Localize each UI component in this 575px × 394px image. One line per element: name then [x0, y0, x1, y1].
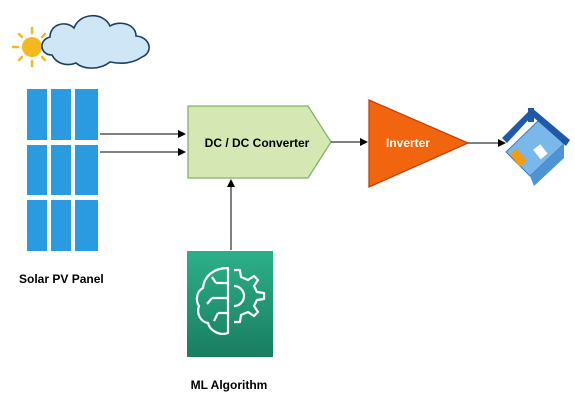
- panel-cell: [27, 145, 47, 195]
- panel-cell: [51, 200, 71, 251]
- panel-cell: [51, 145, 71, 195]
- panel-cell: [51, 89, 71, 140]
- ml-algorithm-node: [187, 251, 273, 357]
- ml-algorithm-label: ML Algorithm: [191, 378, 268, 392]
- solar-pv-panel: [27, 89, 98, 251]
- panel-cell: [27, 200, 47, 251]
- weather-icon: [11, 14, 150, 69]
- inverter-label: Inverter: [386, 136, 430, 150]
- dc-dc-converter-node: [187, 105, 332, 179]
- panel-cell: [75, 200, 98, 251]
- panel-cell: [27, 89, 47, 140]
- panel-cell: [75, 145, 98, 195]
- solar-pv-panel-label: Solar PV Panel: [19, 272, 104, 286]
- dc-dc-converter-label: DC / DC Converter: [205, 136, 310, 150]
- panel-cell: [75, 89, 98, 140]
- inverter-node: [368, 99, 470, 189]
- cloud-icon: [41, 14, 150, 69]
- house-icon: [502, 108, 570, 186]
- brain-gear-icon: [195, 266, 266, 335]
